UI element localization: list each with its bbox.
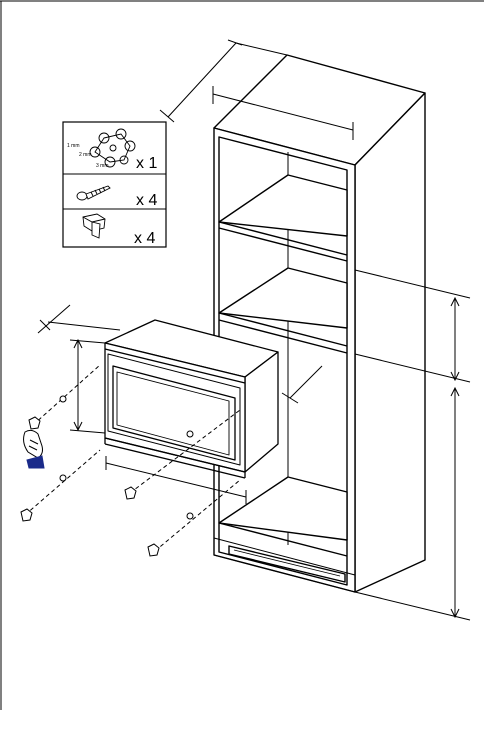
- tall-cabinet: [214, 55, 425, 592]
- template-quantity: x 1: [136, 155, 157, 172]
- clip-quantity: x 4: [134, 230, 155, 247]
- hand-icon: [24, 430, 44, 468]
- template-mini-label-2: 2 mm: [79, 152, 92, 158]
- screw-quantity: x 4: [136, 192, 157, 209]
- clip-tab-icon: [27, 456, 44, 468]
- template-mini-label-1: 1 mm: [67, 143, 80, 149]
- template-mini-label-3: 3 mm: [96, 163, 109, 169]
- parts-box: 1 mm 2 mm 3 mm x 1 x 4 x 4: [63, 122, 166, 247]
